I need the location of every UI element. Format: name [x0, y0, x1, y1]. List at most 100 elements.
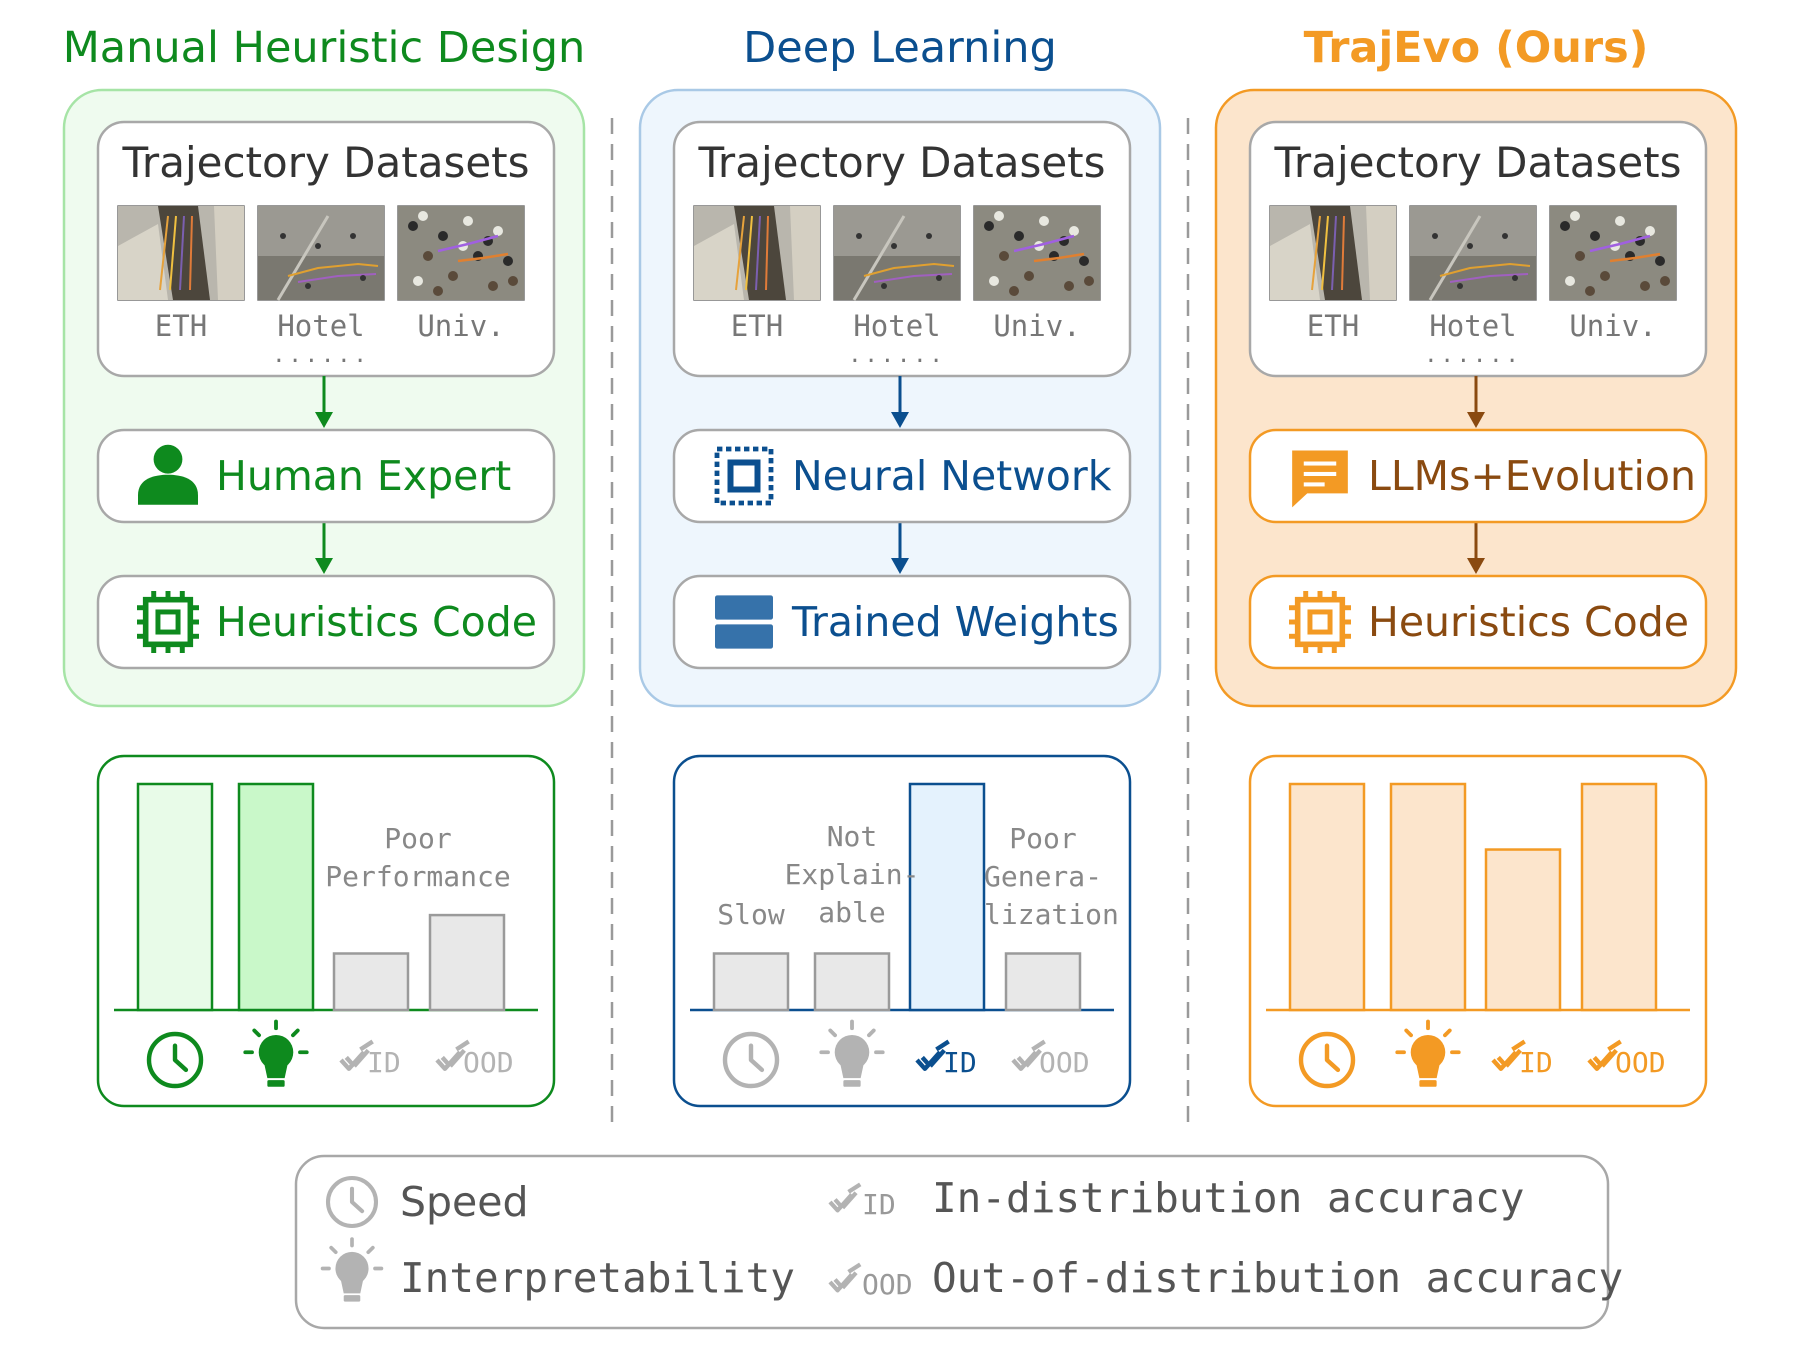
step-box [1248, 428, 1708, 524]
step-label: Trained Weights [792, 598, 1119, 646]
dataset-thumbnail-eth [693, 205, 821, 301]
dataset-label: Hotel [277, 309, 365, 343]
dataset-more: ...... [1424, 343, 1522, 368]
dataset-label: Univ. [1569, 309, 1657, 343]
lightbulb-icon [819, 1019, 885, 1087]
step-label: Heuristics Code [216, 598, 538, 646]
person-icon [138, 444, 198, 505]
double-check-icon [915, 1039, 950, 1072]
bar-id [332, 952, 410, 1012]
bar-speed [136, 782, 214, 1012]
dataset-label: Hotel [1429, 309, 1517, 343]
dataset-thumbnail-hotel [1409, 205, 1537, 301]
legend-label-interpretability: Interpretability [400, 1254, 795, 1302]
weights-icon [715, 595, 773, 649]
dataset-thumbnail-univ [397, 205, 525, 301]
clock-icon [146, 1031, 204, 1089]
lightbulb-icon [243, 1019, 309, 1087]
bar-id [908, 782, 986, 1012]
legend-label-speed: Speed [400, 1178, 529, 1226]
double-check-icon [1587, 1039, 1622, 1072]
metrics-chart-panel [672, 754, 1132, 1108]
flow-arrow-head [315, 558, 333, 574]
double-check-icon [828, 1262, 862, 1293]
dataset-label: Hotel [853, 309, 941, 343]
clock-icon [722, 1031, 780, 1089]
double-check-icon [828, 1182, 862, 1213]
step-label: Heuristics Code [1368, 598, 1690, 646]
metric-icon-label: ID [1519, 1046, 1553, 1079]
step-label: Human Expert [216, 452, 512, 500]
step-box [672, 428, 1132, 524]
dataset-title: Trajectory Datasets [122, 138, 530, 187]
dataset-label: Univ. [993, 309, 1081, 343]
annotation-line: Genera- [984, 860, 1103, 893]
annotation-line: lization [984, 898, 1119, 931]
dataset-label: Univ. [417, 309, 505, 343]
column-trajevo [1214, 88, 1738, 1108]
double-check-icon [1011, 1039, 1046, 1072]
double-check-icon [435, 1039, 470, 1072]
annotation-line: Performance [325, 860, 511, 893]
dataset-label: ETH [730, 309, 784, 343]
metric-icon-label: ID [943, 1046, 977, 1079]
metric-icon-label: OOD [463, 1046, 514, 1079]
legend-sub-ood: OOD [862, 1268, 913, 1301]
legend-label-ood: Out-of-distribution accuracy [932, 1254, 1624, 1302]
clock-icon [1298, 1031, 1356, 1089]
annotation-line: Explain- [784, 858, 920, 891]
dataset-thumbnail-hotel [257, 205, 385, 301]
bar-interpretability [813, 952, 891, 1012]
annotation-line: Slow [717, 898, 785, 931]
step-box [672, 574, 1132, 670]
flow-arrow-head [1467, 558, 1485, 574]
legend-sub-id: ID [862, 1188, 896, 1221]
lightbulb-icon [320, 1237, 384, 1302]
chat-icon [1292, 450, 1348, 508]
metric-icon-label: OOD [1615, 1046, 1666, 1079]
bar-speed [712, 952, 790, 1012]
lightbulb-icon [1395, 1019, 1461, 1087]
double-check-icon [1491, 1039, 1526, 1072]
bar-speed [1288, 782, 1366, 1012]
metric-icon-label: ID [367, 1046, 401, 1079]
bar-ood [1004, 952, 1082, 1012]
column-deep-learning [638, 88, 1162, 1108]
dataset-label: ETH [154, 309, 208, 343]
flow-arrow-head [891, 558, 909, 574]
bar-interpretability [1389, 782, 1467, 1012]
dataset-thumbnail-hotel [833, 205, 961, 301]
legend-box [294, 1154, 1610, 1330]
column-title: Deep Learning [743, 23, 1057, 73]
bar-ood [428, 913, 506, 1012]
metric-icon-label: OOD [1039, 1046, 1090, 1079]
dataset-thumbnail-eth [1269, 205, 1397, 301]
flow-arrow-head [891, 412, 909, 428]
bar-id [1484, 848, 1562, 1012]
annotation-slow: Slow [698, 896, 804, 934]
annotation-line: Not [826, 820, 878, 853]
bar-ood [1580, 782, 1658, 1012]
dataset-title: Trajectory Datasets [698, 138, 1106, 187]
step-box [96, 428, 556, 524]
dataset-more: ...... [272, 343, 370, 368]
step-label: LLMs+Evolution [1368, 452, 1696, 500]
step-box [1248, 574, 1708, 670]
chip-icon [137, 591, 199, 653]
legend-label-id: In-distribution accuracy [932, 1174, 1525, 1222]
step-box [96, 574, 556, 670]
flow-arrow-head [1467, 412, 1485, 428]
annotation-line: Poor [1009, 822, 1077, 855]
double-check-icon [339, 1039, 374, 1072]
column-manual [62, 88, 586, 1108]
dataset-label: ETH [1306, 309, 1360, 343]
column-title: TrajEvo (Ours) [1303, 23, 1649, 73]
column-title: Manual Heuristic Design [62, 23, 586, 73]
neural-net-icon [714, 446, 774, 506]
dataset-more: ...... [848, 343, 946, 368]
chip-icon [1289, 591, 1351, 653]
annotation-line: Poor [384, 822, 452, 855]
